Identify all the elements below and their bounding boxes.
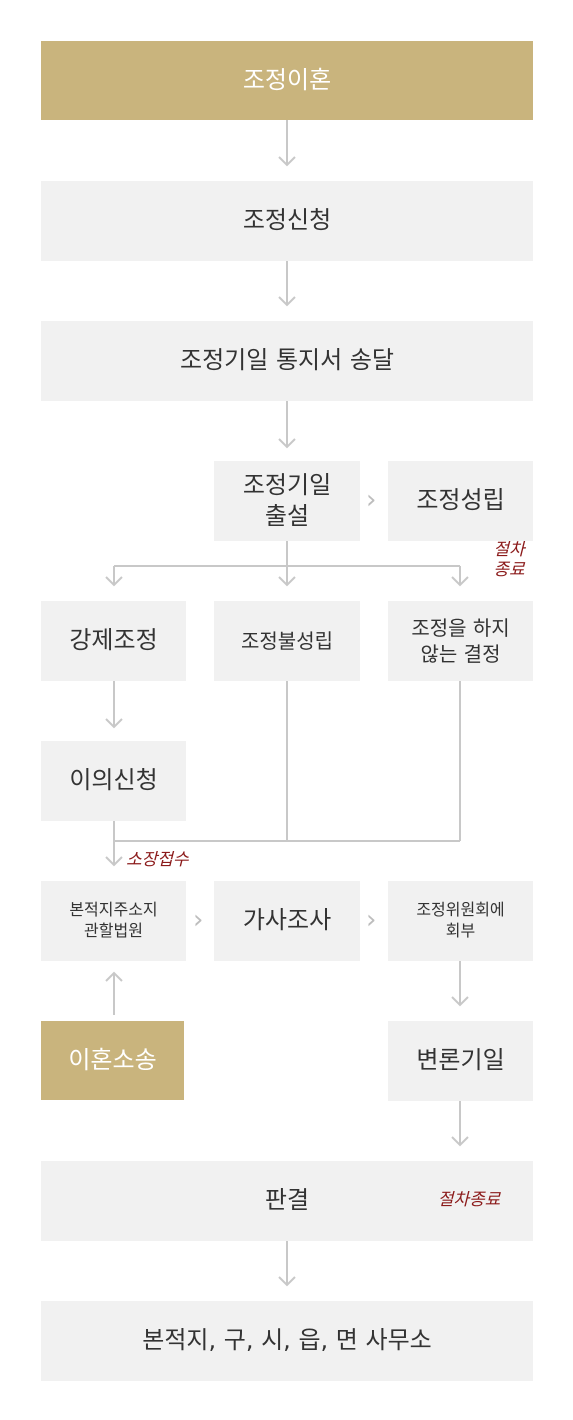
procedure-end-inline-label: 절차종료 [437, 1190, 501, 1210]
pleading-date-box: 변론기일 [388, 1021, 533, 1101]
mediation-fail-label: 조정불성립 [241, 629, 333, 653]
objection-box: 이의신청 [41, 741, 186, 821]
mediation-divorce-label: 조정이혼 [242, 65, 332, 94]
procedure-end-line1: 절차 [493, 540, 525, 560]
mediation-fail-box: 조정불성립 [214, 601, 360, 681]
committee-box: 조정위원회에 회부 [388, 881, 533, 961]
mediation-request-box: 조정신청 [41, 181, 533, 261]
no-mediation-line2: 않는 결정 [420, 642, 501, 666]
no-mediation-line1: 조정을 하지 [411, 616, 510, 640]
complaint-received-note: 소장접수 [126, 850, 226, 871]
court-box: 본적지주소지 관할법원 [41, 881, 186, 961]
pleading-date-label: 변론기일 [416, 1046, 505, 1075]
date-notice-label: 조정기일 통지서 송달 [180, 346, 394, 375]
divorce-lawsuit-box: 이혼소송 [41, 1021, 184, 1100]
objection-label: 이의신청 [69, 766, 158, 795]
family-investigation-label: 가사조사 [242, 906, 332, 935]
court-line1: 본적지주소지 [69, 900, 158, 920]
judgment-label: 판결 [264, 1186, 310, 1215]
divorce-lawsuit-label: 이혼소송 [68, 1045, 157, 1074]
mediation-success-box: 조정성립 [388, 461, 533, 541]
family-investigation-box: 가사조사 [214, 881, 360, 961]
committee-line1: 조정위원회에 [416, 900, 505, 920]
court-line2: 관할법원 [84, 921, 143, 940]
date-attend-line2: 출설 [264, 502, 310, 530]
no-mediation-box: 조정을 하지 않는 결정 [388, 601, 533, 681]
procedure-end-note: 절차 종료 [484, 540, 534, 580]
registry-office-box: 본적지, 구, 시, 읍, 면 사무소 [41, 1301, 533, 1381]
date-attend-box: 조정기일 출설 [214, 461, 360, 541]
judgment-box: 판결 [41, 1161, 533, 1241]
forced-mediation-box: 강제조정 [41, 601, 186, 681]
mediation-request-label: 조정신청 [242, 206, 332, 235]
procedure-end-line2: 종료 [493, 559, 525, 580]
mediation-divorce-box: 조정이혼 [41, 41, 533, 120]
chevron-right-icon: › [366, 485, 377, 515]
chevron-right-icon: › [366, 905, 377, 935]
forced-mediation-label: 강제조정 [69, 626, 158, 655]
date-notice-box: 조정기일 통지서 송달 [41, 321, 533, 401]
registry-office-label: 본적지, 구, 시, 읍, 면 사무소 [142, 1326, 432, 1355]
date-attend-line1: 조정기일 [242, 470, 332, 499]
chevron-right-icon: › [193, 905, 204, 935]
committee-line2: 회부 [445, 921, 476, 940]
mediation-success-label: 조정성립 [416, 486, 505, 515]
complaint-received-label: 소장접수 [126, 850, 189, 870]
procedure-end-inline-note: 절차종료 [424, 1190, 514, 1211]
